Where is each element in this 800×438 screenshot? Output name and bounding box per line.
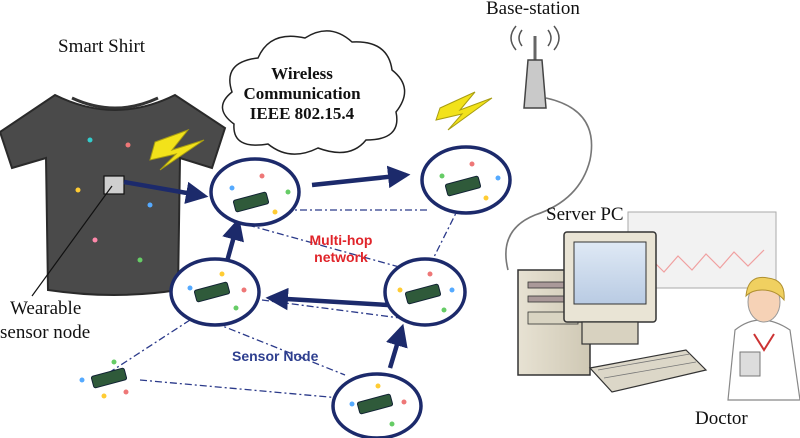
- sensor-board-icon: [232, 191, 270, 213]
- cable-line: [505, 97, 593, 271]
- cloud-label-line3: IEEE 802.15.4: [249, 104, 355, 123]
- sensor-node: [79, 359, 129, 399]
- smart-shirt-label: Smart Shirt: [58, 36, 146, 57]
- wearable-label-line2: sensor node: [0, 322, 91, 343]
- sensor-node: [331, 372, 423, 438]
- sensor-node: [209, 157, 301, 227]
- wearable-sensor-node: [103, 175, 125, 195]
- sensor-board-icon: [404, 283, 442, 305]
- sensor-node: [383, 257, 467, 327]
- sensor-node: [420, 145, 512, 215]
- multihop-label-line2: network: [314, 249, 368, 265]
- cloud-label-line2: Communication: [243, 84, 361, 103]
- doctor-label: Doctor: [695, 408, 748, 429]
- cloud-label: Wireless Communication IEEE 802.15.4: [222, 64, 382, 124]
- base-station-label: Base-station: [486, 0, 580, 19]
- doctor-icon: [727, 276, 800, 401]
- multihop-label-line1: Multi-hop: [309, 232, 373, 248]
- wearable-pointer-line: [31, 185, 113, 297]
- server-pc-label: Server PC: [546, 204, 624, 225]
- sensor-board-icon: [444, 175, 482, 197]
- wearable-label-line1: Wearable: [10, 298, 82, 319]
- lightning-icon: [149, 128, 205, 171]
- multihop-label: Multi-hop network: [296, 232, 386, 266]
- sensor-node-label: Sensor Node: [232, 348, 319, 364]
- sensor-node: [169, 257, 261, 327]
- lightning-icon: [435, 91, 493, 131]
- antenna-icon: [510, 25, 560, 109]
- dashed-links: [109, 204, 461, 399]
- server-pc-icon: [517, 211, 777, 393]
- cloud-label-line1: Wireless: [271, 64, 333, 83]
- sensor-board-icon: [193, 281, 231, 303]
- sensor-board-icon: [356, 393, 394, 415]
- network-arrows: [123, 165, 411, 369]
- cloud-icon: [221, 30, 406, 155]
- sensor-board-icon: [90, 367, 128, 389]
